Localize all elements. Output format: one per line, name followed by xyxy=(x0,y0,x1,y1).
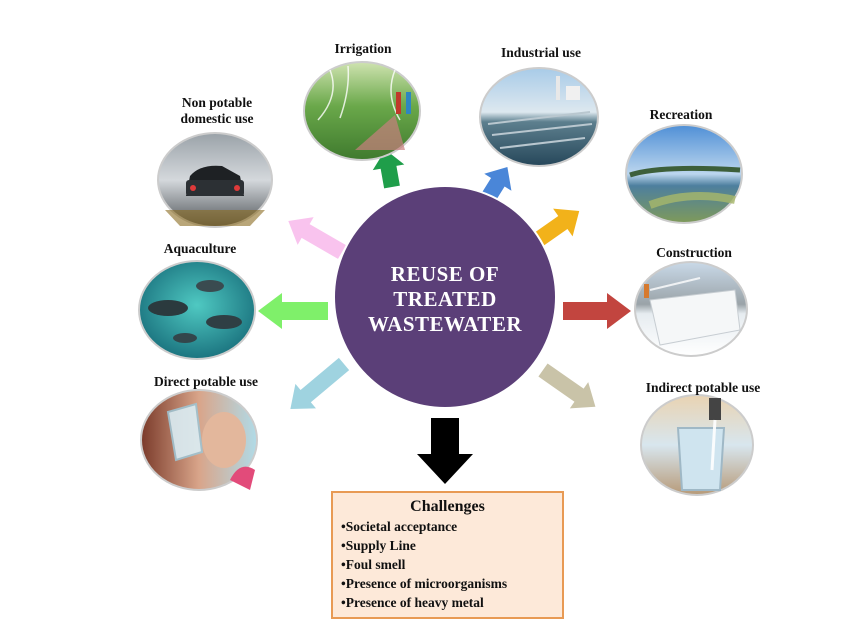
arrow-challenges xyxy=(417,418,473,484)
center-title-line2: TREATED xyxy=(393,287,497,311)
label-irrigation: Irrigation xyxy=(334,41,392,56)
challenge-item: •Presence of microorganisms xyxy=(341,576,508,591)
challenges-box: Challenges •Societal acceptance •Supply … xyxy=(331,491,564,619)
arrow-nonpotable xyxy=(288,217,346,259)
arrow-aquaculture xyxy=(258,293,328,329)
label-industrial-use: Industrial use xyxy=(501,45,581,60)
label-non-potable-domestic-use: Non potable domestic use xyxy=(162,95,272,127)
center-title-line3: WASTEWATER xyxy=(368,312,522,336)
label-recreation: Recreation xyxy=(649,107,713,122)
recreation-photo xyxy=(625,124,743,224)
challenges-title: Challenges xyxy=(410,498,485,515)
industrial-photo xyxy=(479,67,599,167)
arrow-direct xyxy=(290,357,350,409)
label-construction: Construction xyxy=(656,245,732,260)
center-title-line1: REUSE OF xyxy=(390,262,500,286)
label-aquaculture: Aquaculture xyxy=(163,241,237,256)
arrow-recreation xyxy=(530,208,580,249)
indirect-potable-photo xyxy=(640,394,754,496)
irrigation-photo xyxy=(303,61,421,161)
label-non-potable-line1: Non potable xyxy=(181,95,253,110)
challenge-item: •Societal acceptance xyxy=(341,519,458,534)
arrow-irrigation xyxy=(372,149,405,189)
center-title: REUSE OF TREATED WASTEWATER xyxy=(340,262,550,337)
challenge-item: •Supply Line xyxy=(341,538,416,553)
label-indirect-potable-use: Indirect potable use xyxy=(645,380,761,395)
challenge-item: •Foul smell xyxy=(341,557,406,572)
label-direct-potable-use: Direct potable use xyxy=(154,374,258,389)
direct-potable-photo xyxy=(140,389,258,491)
challenge-item: •Presence of heavy metal xyxy=(341,595,484,610)
center-circle xyxy=(333,185,557,409)
aquaculture-photo xyxy=(138,260,256,360)
arrow-construction xyxy=(563,293,631,329)
label-non-potable-line2: domestic use xyxy=(180,111,254,126)
arrow-indirect xyxy=(538,363,596,409)
car-wash-photo xyxy=(157,132,273,228)
construction-photo xyxy=(634,261,748,357)
